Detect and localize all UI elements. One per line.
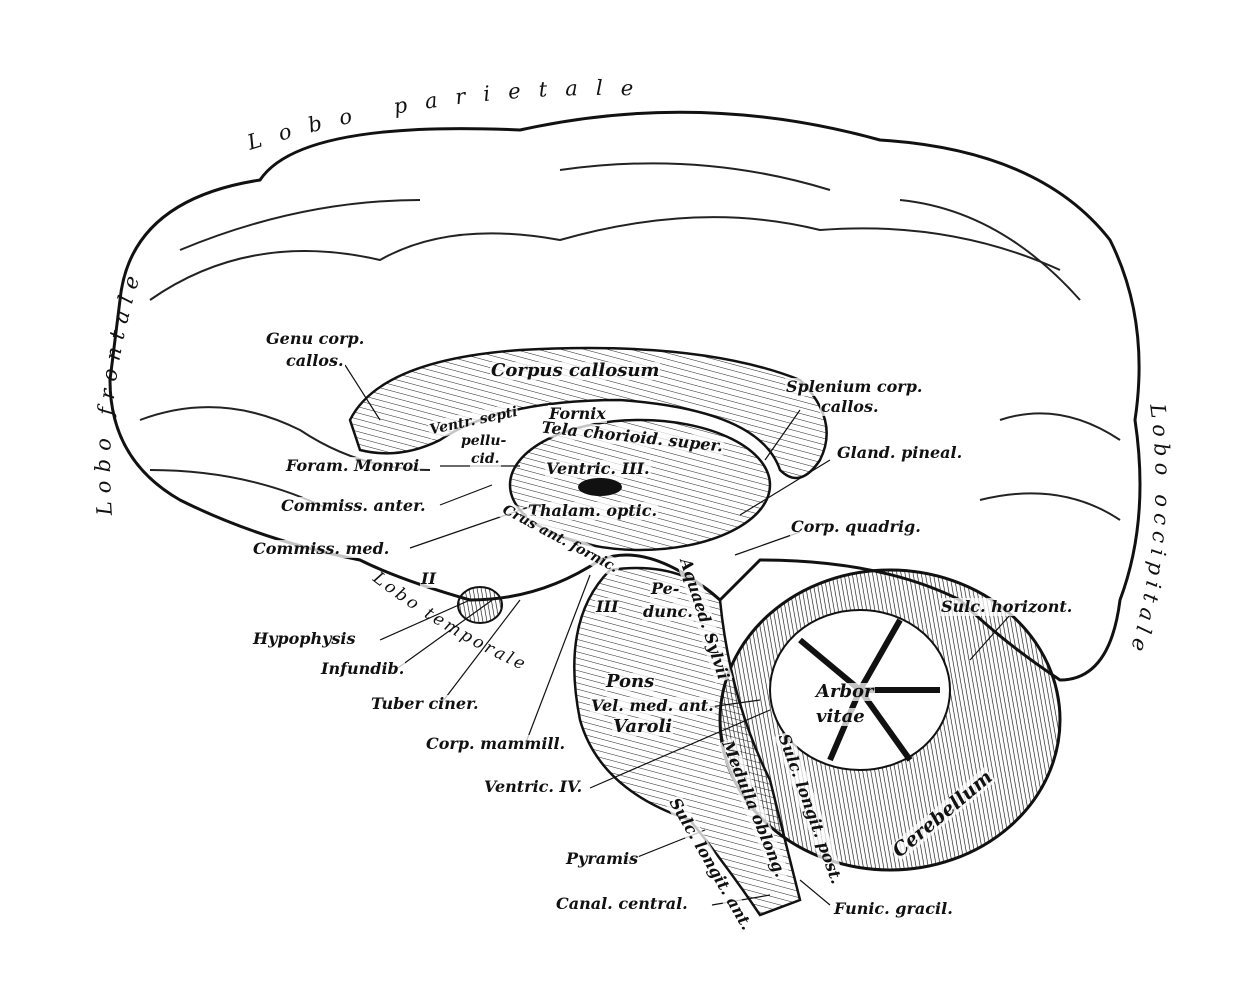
- label-corp-mammill: Corp. mammill.: [425, 734, 567, 753]
- label-gland-pineal: Gland. pineal.: [836, 443, 964, 462]
- label-pons: Pons: [605, 671, 656, 692]
- label-ventr-septi-2: pellu-: [460, 432, 508, 450]
- label-infundib: Infundib.: [320, 659, 406, 678]
- label-vitae: vitae: [815, 706, 866, 727]
- label-genu: Genu corp.: [265, 329, 366, 348]
- label-foram-monroi: Foram. Monroi: [285, 456, 421, 475]
- label-pedunc-2: dunc.: [642, 602, 694, 621]
- label-thalam-optic: Thalam. optic.: [527, 501, 659, 520]
- label-funic-gracil: Funic. gracil.: [833, 899, 954, 918]
- label-vel-med-ant: Vel. med. ant.: [590, 696, 715, 715]
- label-ventric-iv: Ventric. IV.: [483, 777, 584, 796]
- label-hypophysis: Hypophysis: [252, 629, 357, 648]
- label-genu-2: callos.: [285, 351, 345, 370]
- label-corpus-callosum: Corpus callosum: [490, 360, 661, 381]
- label-tuber-ciner: Tuber ciner.: [370, 694, 480, 713]
- label-ventr-septi-3: cid.: [470, 450, 501, 468]
- label-varoli: Varoli: [612, 716, 674, 737]
- label-nerve-iii: III: [595, 597, 620, 616]
- label-canal-central: Canal. central.: [555, 894, 689, 913]
- label-commiss-med: Commiss. med.: [252, 539, 391, 558]
- brainstem: [573, 566, 802, 917]
- label-pyramis: Pyramis: [565, 849, 640, 868]
- label-splenium-2: callos.: [820, 397, 880, 416]
- label-nerve-ii: II: [420, 569, 437, 588]
- label-sulc-horizont: Sulc. horizont.: [940, 597, 1074, 616]
- label-commiss-anter: Commiss. anter.: [280, 496, 427, 515]
- label-splenium: Splenium corp.: [785, 377, 924, 396]
- label-fornix: Fornix: [548, 404, 607, 423]
- label-pedunc: Pe-: [650, 579, 681, 598]
- label-arbor: Arbor: [815, 681, 875, 702]
- label-corp-quadrig: Corp. quadrig.: [790, 517, 922, 536]
- label-ventric-iii: Ventric. III.: [545, 459, 651, 478]
